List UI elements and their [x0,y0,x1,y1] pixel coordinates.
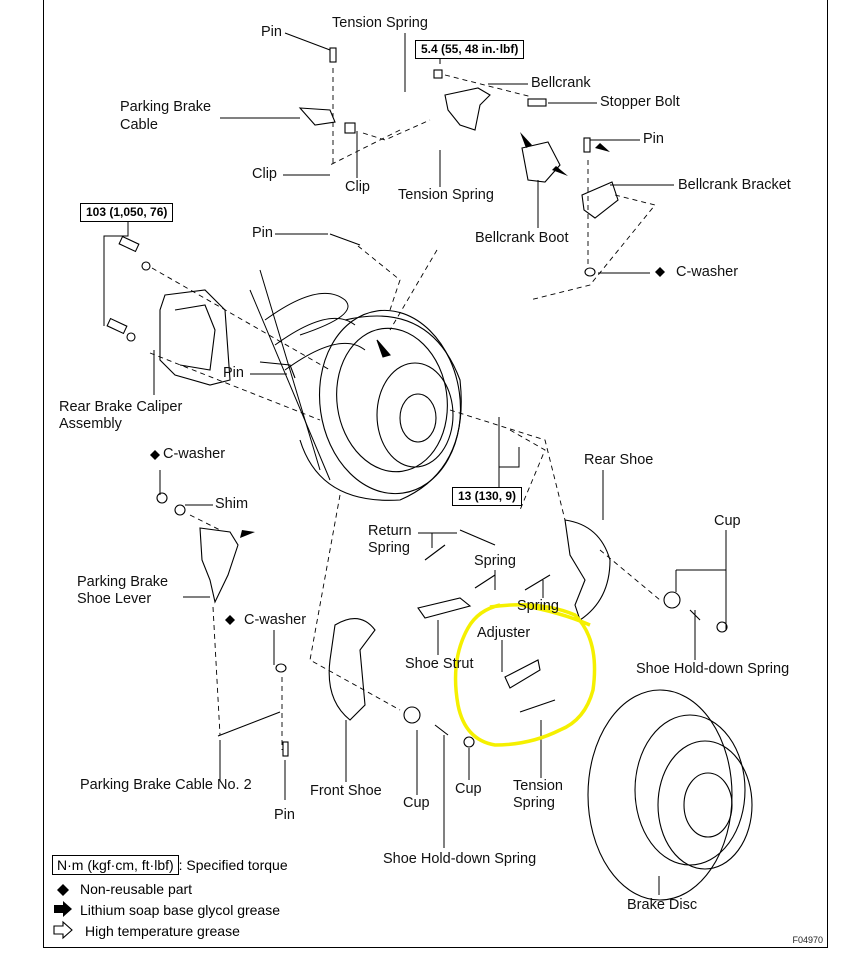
torque-caliper-bolt: 103 (1,050, 76) [80,203,174,222]
label-stopper-bolt: Stopper Bolt [600,94,680,110]
coil-spring [249,269,366,481]
label-c-washer-bottom: C-washer [244,612,307,628]
label-pin-right: Pin [643,131,664,147]
label-shoe-strut: Shoe Strut [405,656,474,672]
label-rear-shoe: Rear Shoe [584,452,654,468]
caliper [106,235,231,386]
label-c-washer-top: C-washer [676,264,739,280]
label-clip-left: Clip [252,166,277,182]
label-parking-brake-cable-2: Cable [120,117,158,133]
label-parking-brake-cable-no2: Parking Brake Cable No. 2 [80,777,252,793]
assembly-lines [149,68,661,750]
label-return-spring-2: Spring [368,540,410,556]
label-clip-right: Clip [345,179,370,195]
adjuster-highlight [453,603,597,747]
label-pin-caliper: Pin [223,365,244,381]
label-bellcrank: Bellcrank [531,75,591,91]
label-parking-brake-shoe-lever-1: Parking Brake [77,574,169,590]
label-spring-1: Spring [474,553,516,569]
label-c-washer-left: C-washer [163,446,226,462]
label-parking-brake-shoe-lever-2: Shoe Lever [77,591,152,607]
torque-hub-bolt: 13 (130, 9) [452,487,523,506]
figure-id: F04970 [792,935,823,945]
backing-plate [299,309,462,501]
label-adjuster: Adjuster [477,625,531,641]
label-pin-mid: Pin [252,225,273,241]
label-tension-spring-bottom-2: Spring [513,795,555,811]
label-rear-brake-caliper-2: Assembly [59,416,122,432]
shoe-parts [328,519,728,748]
label-cup-mid: Cup [455,781,482,797]
grease-arrows-black [240,132,610,538]
label-shim: Shim [215,496,249,512]
label-rear-brake-caliper-1: Rear Brake Caliper [59,399,183,415]
label-front-shoe: Front Shoe [310,783,382,799]
label-tension-spring-mid: Tension Spring [398,187,494,203]
label-pin-top: Pin [261,24,282,40]
small-parts [156,233,361,757]
label-parking-brake-cable-1: Parking Brake [120,99,212,115]
bellcrank-parts [298,47,619,277]
legend-torque-box: N·m (kgf·cm, ft·lbf) [52,855,179,875]
label-bellcrank-bracket: Bellcrank Bracket [678,177,791,193]
label-tension-spring-top: Tension Spring [332,15,428,31]
label-return-spring-1: Return [368,523,412,539]
diagram-frame [43,0,828,948]
label-bellcrank-boot: Bellcrank Boot [475,230,569,246]
legend-high-temp-grease: High temperature grease [85,923,240,939]
legend-torque: N·m (kgf·cm, ft·lbf): Specified torque [52,855,288,875]
leader-lines [103,32,727,895]
label-brake-disc: Brake Disc [627,897,698,913]
hub-arrows [376,339,391,358]
brake-disc [587,689,753,901]
label-shoe-holddown-spring-right: Shoe Hold-down Spring [636,661,790,677]
label-spring-2: Spring [517,598,559,614]
legend-symbols [53,267,665,940]
label-cup-front: Cup [403,795,430,811]
legend-lithium-grease: Lithium soap base glycol grease [80,902,281,918]
label-shoe-holddown-spring-bottom: Shoe Hold-down Spring [383,851,537,867]
label-pin-bottom: Pin [274,807,295,823]
legend-non-reusable: Non-reusable part [80,881,193,897]
legend-torque-desc: : Specified torque [178,857,288,873]
label-tension-spring-bottom-1: Tension [513,778,563,794]
torque-bellcrank-nut: 5.4 (55, 48 in.·lbf) [415,40,525,59]
label-cup-right: Cup [714,513,741,529]
